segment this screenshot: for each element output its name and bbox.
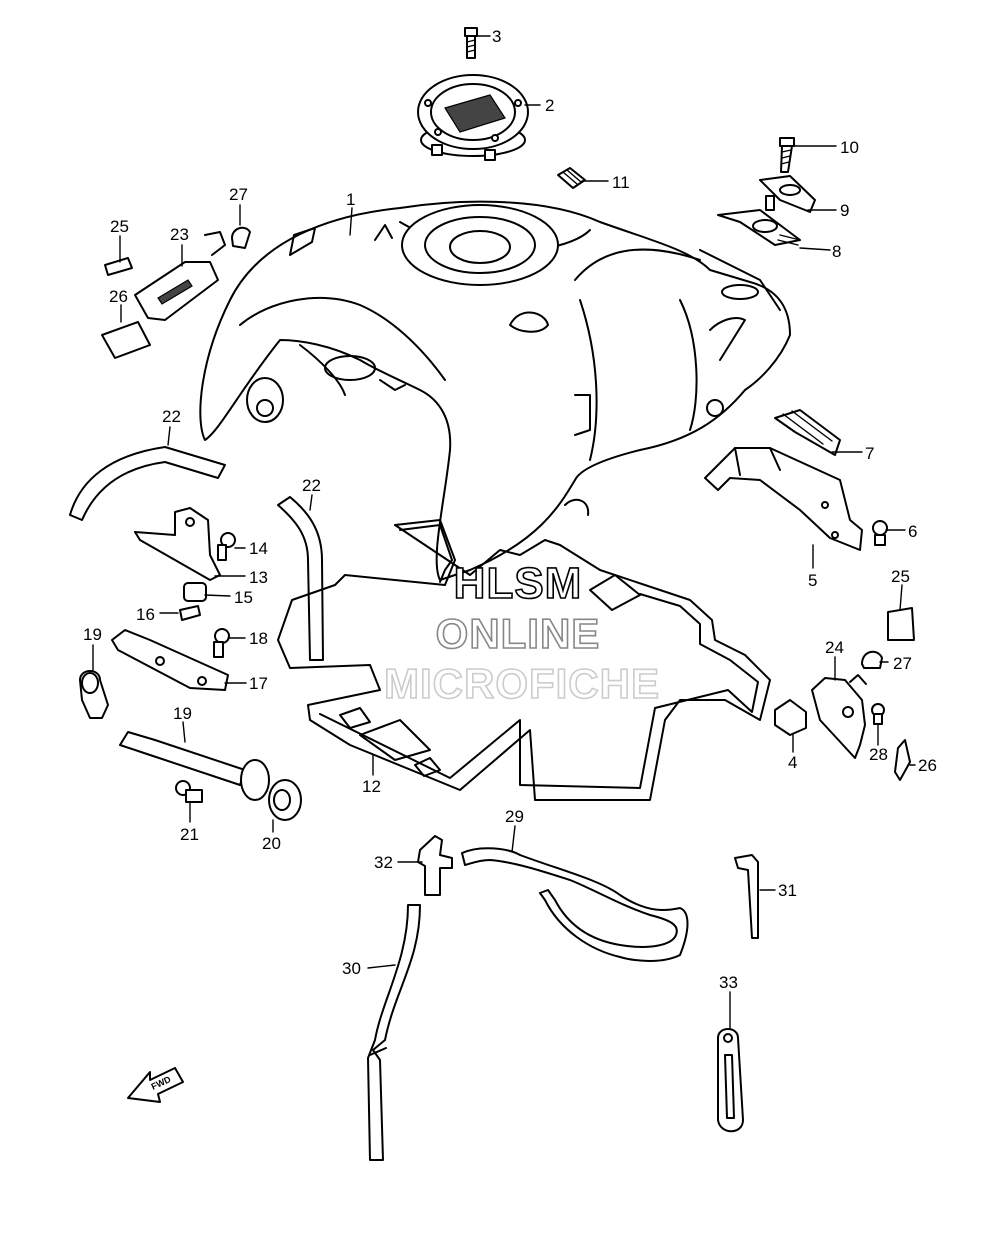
cap-27-left xyxy=(231,226,251,249)
hose-joint-32 xyxy=(417,835,453,896)
watermark: HLSM ONLINE MICROFICHE xyxy=(383,558,660,708)
watermark-line-3: MICROFICHE xyxy=(384,660,660,707)
callout-10: 10 xyxy=(840,138,859,157)
callout-26-right: 26 xyxy=(918,756,937,775)
callout-27-left: 27 xyxy=(229,185,248,204)
callout-21: 21 xyxy=(180,825,199,844)
hose-clamp-19 xyxy=(79,670,109,719)
callout-29: 29 xyxy=(505,807,524,826)
callout-30: 30 xyxy=(342,959,361,978)
bracket-bolt-6 xyxy=(872,520,888,546)
fuel-cap xyxy=(417,74,529,161)
collar-16 xyxy=(179,605,201,621)
sticker-left-lower xyxy=(101,321,151,359)
leader-lines xyxy=(92,35,916,1029)
callout-26-left: 26 xyxy=(109,287,128,306)
bolt-28 xyxy=(871,703,885,725)
bracket-bolt xyxy=(779,137,795,173)
callout-7: 7 xyxy=(865,444,874,463)
callout-22-left: 22 xyxy=(162,407,181,426)
strap-19 xyxy=(119,731,270,801)
callout-19-clamp: 19 xyxy=(83,625,102,644)
rear-bracket-upper xyxy=(759,175,816,213)
label-sticker-left xyxy=(104,257,133,276)
tank-mat xyxy=(277,519,771,801)
callout-19-strap: 19 xyxy=(173,704,192,723)
grommet-15 xyxy=(183,582,207,602)
sticker-25-right xyxy=(887,607,915,641)
watermark-line-1: HLSM xyxy=(454,559,583,608)
callout-17: 17 xyxy=(249,674,268,693)
callout-24: 24 xyxy=(825,638,844,657)
cable-tie-31 xyxy=(734,854,759,939)
callout-numbers: 3 2 10 11 9 8 1 27 25 23 26 22 22 7 6 5 … xyxy=(83,27,937,992)
sticker-26-right xyxy=(894,739,911,781)
callout-22-center: 22 xyxy=(302,476,321,495)
tank-rear-bracket xyxy=(704,447,863,551)
callout-33: 33 xyxy=(719,973,738,992)
bolt-21 xyxy=(175,780,203,803)
drain-hose-30 xyxy=(367,904,421,1161)
rear-bracket-lower xyxy=(717,209,801,246)
band-33 xyxy=(717,1028,744,1133)
callout-16: 16 xyxy=(136,605,155,624)
callout-3: 3 xyxy=(492,27,501,46)
bolt-18 xyxy=(213,628,230,658)
tank-cushion-small xyxy=(557,167,586,189)
callout-11: 11 xyxy=(612,173,630,192)
callout-32: 32 xyxy=(374,853,393,872)
bolt-14 xyxy=(217,532,236,561)
side-cover-right xyxy=(811,674,867,759)
cap-bolt xyxy=(464,27,478,59)
callout-15: 15 xyxy=(234,588,253,607)
fwd-arrow-icon: FWD xyxy=(127,1067,184,1103)
callout-14: 14 xyxy=(249,539,268,558)
callout-5: 5 xyxy=(808,571,817,590)
cap-27-right xyxy=(861,650,883,669)
callout-25-left: 25 xyxy=(110,217,129,236)
watermark-line-2: ONLINE xyxy=(436,610,601,657)
drain-hose-left xyxy=(69,446,226,521)
callout-6: 6 xyxy=(908,522,917,541)
callout-23: 23 xyxy=(170,225,189,244)
spacer-20 xyxy=(268,779,302,821)
callout-28: 28 xyxy=(869,745,888,764)
damper-4 xyxy=(774,699,807,736)
callout-4: 4 xyxy=(788,753,797,772)
fuel-tank xyxy=(199,200,791,581)
callout-9: 9 xyxy=(840,201,849,220)
side-cover-left xyxy=(134,231,226,321)
callout-8: 8 xyxy=(832,242,841,261)
bracket-13 xyxy=(134,507,221,581)
callout-18: 18 xyxy=(249,629,268,648)
plate-17 xyxy=(111,629,229,691)
callout-13: 13 xyxy=(249,568,268,587)
callout-2: 2 xyxy=(545,96,554,115)
callout-1: 1 xyxy=(346,190,355,209)
vent-hose-29 xyxy=(461,847,689,962)
callout-12: 12 xyxy=(362,777,381,796)
callout-20: 20 xyxy=(262,834,281,853)
callout-31: 31 xyxy=(778,881,797,900)
callout-27-right: 27 xyxy=(893,654,912,673)
drain-hose-center xyxy=(277,496,324,661)
callout-25-right: 25 xyxy=(891,567,910,586)
tank-cushion-rear xyxy=(774,409,841,456)
